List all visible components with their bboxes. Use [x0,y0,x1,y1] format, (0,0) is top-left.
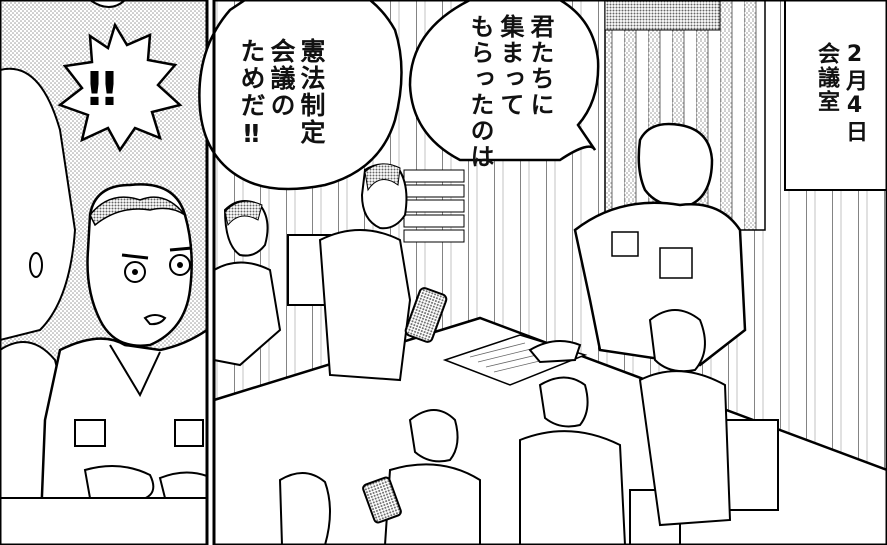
right-panel [198,0,887,545]
left-panel [0,0,209,545]
speech-bubble-left: 憲法制定 会議の ためだ‼ [237,38,326,150]
exclamation-mark: !! [84,62,120,116]
speech-bubble-top: 君たちに 集まって もらったのは [466,14,554,170]
caption-box: 2月4日 会議室 [814,42,867,144]
